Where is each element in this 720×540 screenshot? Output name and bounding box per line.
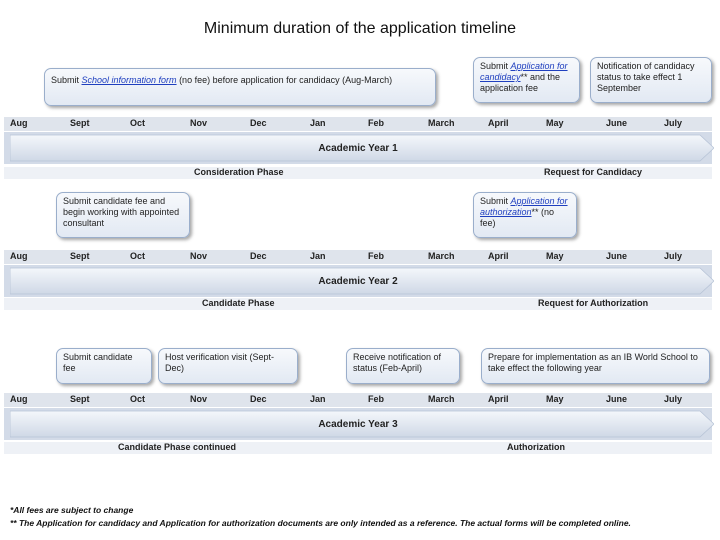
month-label-aug: Aug	[10, 251, 28, 261]
year-band-1: Academic Year 1	[4, 132, 714, 164]
month-label-sept: Sept	[70, 394, 90, 404]
callout-candidacy-notification: Notification of candidacy status to take…	[590, 57, 712, 103]
callout-text-post: ** (no fee)	[480, 207, 555, 228]
month-label-aug: Aug	[10, 394, 28, 404]
month-label-april: April	[488, 118, 509, 128]
footnote-fees: *All fees are subject to change	[10, 505, 134, 515]
callout-text-pre: Submit	[51, 75, 82, 85]
month-label-oct: Oct	[130, 118, 146, 128]
callout-text: Host verification visit (Sept-Dec)	[165, 352, 275, 373]
phase-row-year-2: Candidate Phase Request for Authorizatio…	[4, 298, 712, 310]
academic-year-1-label: Academic Year 1	[318, 143, 398, 154]
school-information-form-link[interactable]: School information form	[81, 75, 177, 85]
month-label-june: June	[606, 118, 628, 128]
month-label-aug: Aug	[10, 118, 28, 128]
month-label-feb: Feb	[368, 251, 385, 261]
callout-text-pre: Submit	[480, 196, 511, 206]
timeline-arrow	[10, 267, 714, 295]
month-label-feb: Feb	[368, 118, 385, 128]
month-label-april: April	[488, 394, 509, 404]
callout-text: Submit candidate fee	[63, 352, 133, 373]
month-label-june: June	[606, 394, 628, 404]
month-label-jan: Jan	[310, 394, 326, 404]
month-label-may: May	[546, 394, 564, 404]
application-for-candidacy-link[interactable]: Application for candidacy	[480, 61, 568, 82]
month-label-may: May	[546, 251, 564, 261]
candidate-phase-continued-label: Candidate Phase continued	[118, 442, 237, 452]
month-label-nov: Nov	[190, 118, 208, 128]
month-row-year-3: Aug Sept Oct Nov Dec Jan Feb March April May June J…	[4, 393, 712, 407]
callout-text: Prepare for implementation as an IB Worl…	[488, 352, 698, 373]
month-label-july: July	[664, 118, 683, 128]
callout-text: Receive notification of status (Feb-Apri…	[353, 352, 442, 373]
footnote-forms: ** The Application for candidacy and App…	[10, 518, 631, 528]
timeline-arrow	[10, 134, 714, 162]
month-label-march: March	[428, 251, 455, 261]
month-label-oct: Oct	[130, 394, 146, 404]
callout-application-candidacy: Submit Application for candidacy** and t…	[473, 57, 580, 103]
callout-text: Submit candidate fee and begin working w…	[63, 196, 180, 228]
month-label-june: June	[606, 251, 628, 261]
callout-submit-candidate-fee: Submit candidate fee	[56, 348, 152, 384]
page-title: Minimum duration of the application time…	[203, 20, 517, 37]
callout-text-post: (no fee) before application for candidac…	[176, 75, 393, 85]
year-band-3: Academic Year 3	[4, 408, 714, 440]
authorization-label: Authorization	[507, 442, 565, 452]
month-label-may: May	[546, 118, 564, 128]
month-label-july: July	[664, 394, 683, 404]
month-label-dec: Dec	[250, 118, 267, 128]
month-label-april: April	[488, 251, 509, 261]
year-band-2: Academic Year 2	[4, 265, 714, 297]
callout-school-info-form: Submit School information form (no fee) …	[44, 68, 436, 106]
callout-text-post: ** and the application fee	[480, 72, 561, 93]
month-label-feb: Feb	[368, 394, 385, 404]
month-label-dec: Dec	[250, 251, 267, 261]
callout-application-authorization: Submit Application for authorization** (…	[473, 192, 577, 238]
timeline-arrow	[10, 410, 714, 438]
month-row-year-1: Aug Sept Oct Nov Dec Jan Feb March April May June J…	[4, 117, 712, 131]
month-label-nov: Nov	[190, 251, 208, 261]
month-label-nov: Nov	[190, 394, 208, 404]
callout-text-pre: Submit	[480, 61, 511, 71]
month-label-sept: Sept	[70, 251, 90, 261]
academic-year-2-label: Academic Year 2	[318, 276, 398, 287]
request-for-candidacy-label: Request for Candidacy	[544, 167, 643, 177]
month-label-oct: Oct	[130, 251, 146, 261]
application-for-authorization-link[interactable]: Application for authorization	[480, 196, 568, 217]
request-for-authorization-label: Request for Authorization	[538, 298, 649, 308]
callout-verification-visit: Host verification visit (Sept-Dec)	[158, 348, 298, 384]
month-label-dec: Dec	[250, 394, 267, 404]
consideration-phase-label: Consideration Phase	[194, 167, 284, 177]
month-label-jan: Jan	[310, 118, 326, 128]
callout-candidate-fee: Submit candidate fee and begin working w…	[56, 192, 190, 238]
month-label-sept: Sept	[70, 118, 90, 128]
month-label-july: July	[664, 251, 683, 261]
month-label-march: March	[428, 118, 455, 128]
phase-row-year-1: Consideration Phase Request for Candidac…	[4, 167, 712, 179]
academic-year-3-label: Academic Year 3	[318, 419, 398, 430]
month-label-jan: Jan	[310, 251, 326, 261]
callout-prepare-implementation: Prepare for implementation as an IB Worl…	[481, 348, 710, 384]
callout-text: Notification of candidacy status to take…	[597, 61, 695, 93]
callout-status-notification: Receive notification of status (Feb-Apri…	[346, 348, 460, 384]
candidate-phase-label: Candidate Phase	[202, 298, 275, 308]
month-label-march: March	[428, 394, 455, 404]
phase-row-year-3: Candidate Phase continued Authorization	[4, 442, 712, 454]
month-row-year-2: Aug Sept Oct Nov Dec Jan Feb March April May June J…	[4, 250, 712, 264]
